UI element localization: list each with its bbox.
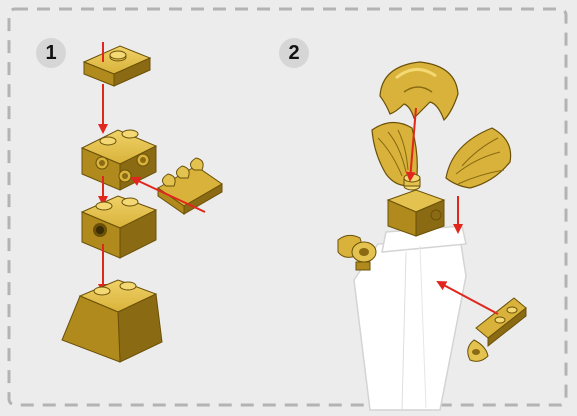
hair-piece xyxy=(379,61,459,122)
plate-1x2 xyxy=(82,45,152,87)
wing-left xyxy=(371,121,418,187)
step-number: 2 xyxy=(288,42,300,64)
brick-1x2-side-studs xyxy=(80,129,158,191)
arrow-down xyxy=(405,107,417,182)
step-number-badge: 2 xyxy=(279,38,309,68)
brick-1x2-holes xyxy=(80,195,158,259)
arrow-left xyxy=(436,281,499,315)
hand-clip-left xyxy=(337,234,377,271)
step-number-badge: 1 xyxy=(36,38,66,68)
arm-bar-clip xyxy=(467,297,527,362)
arrow-left xyxy=(130,176,206,213)
instruction-panel xyxy=(6,6,569,408)
slope-brick-2x2 xyxy=(61,279,163,363)
dashed-border xyxy=(7,7,568,407)
wing-right xyxy=(445,127,512,189)
minifig-torso-ghost xyxy=(353,225,467,411)
step-number: 1 xyxy=(45,42,57,64)
